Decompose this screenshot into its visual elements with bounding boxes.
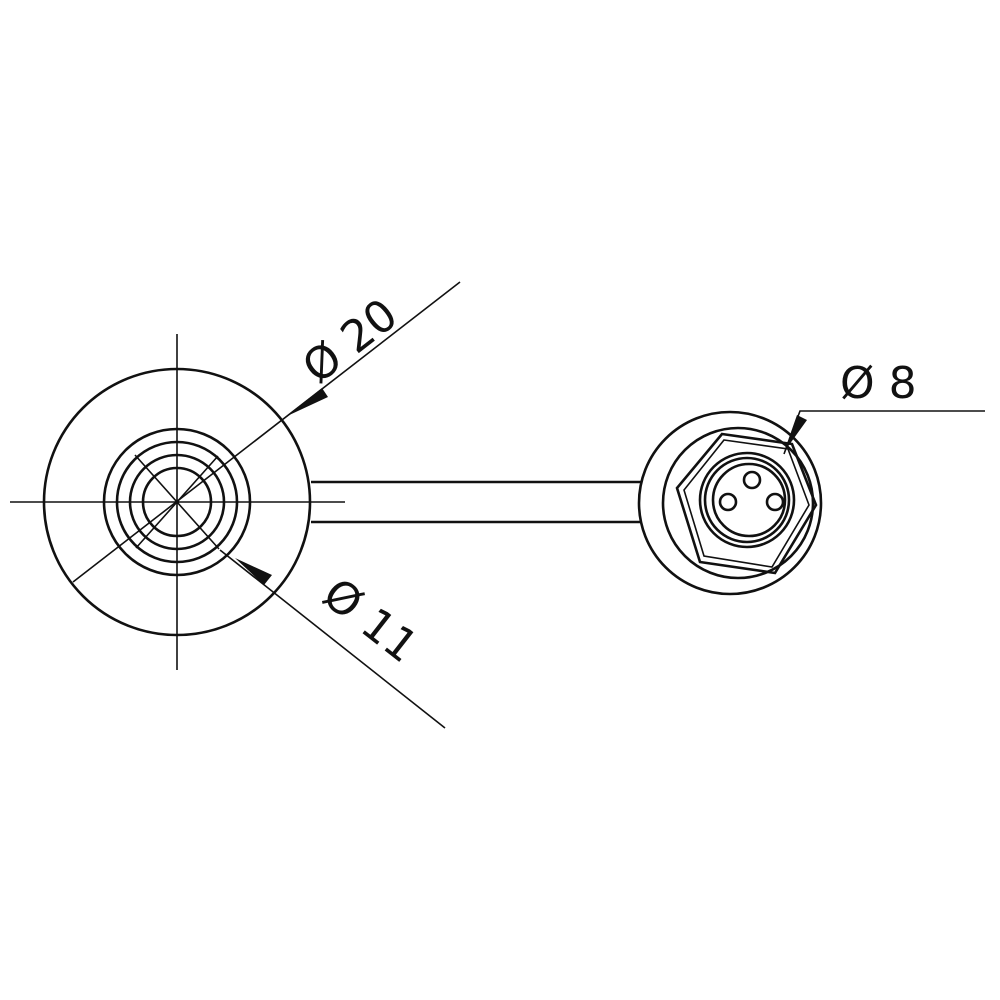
insert-outer-ring: [698, 451, 796, 549]
pin-3: [765, 492, 785, 512]
cable: [311, 480, 641, 524]
pin-1: [742, 470, 762, 490]
insert-ring: [703, 456, 791, 544]
dimension-line-outer: [72, 281, 461, 583]
pin-2: [718, 492, 738, 512]
dimension-label-right: Ø 8: [840, 358, 917, 409]
dimension-label-inner: Ø 11: [313, 568, 427, 673]
left-connector-front-view: Ø 20 Ø 11: [10, 281, 461, 729]
dimension-leader-right: [783, 410, 985, 455]
coupling-nut-inner-circle: [661, 426, 815, 580]
hex-nut-inner-edge: [683, 439, 810, 568]
hex-nut-outline: [675, 432, 818, 575]
contact-face: [711, 462, 787, 538]
right-connector-end-view: Ø 8: [637, 358, 985, 596]
coupling-nut-outer-circle: [637, 410, 823, 596]
dimension-line-inner: [219, 549, 446, 729]
arrowhead-right: [784, 415, 807, 452]
dimension-label-outer: Ø 20: [293, 289, 407, 394]
arrowhead-outer: [285, 388, 328, 417]
arrowhead-inner: [235, 558, 272, 585]
